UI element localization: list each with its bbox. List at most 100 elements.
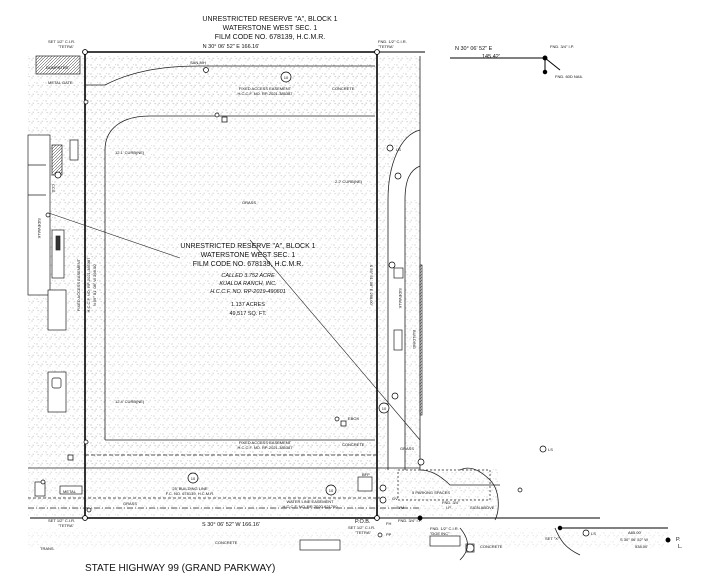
label-concrete-north: CONCRETE: [332, 86, 355, 91]
called-owner: KUALOA RANCH, INC.: [219, 281, 276, 287]
label-fixed-access-2: FIXED ACCESS EASEMENT: [239, 440, 292, 445]
center-line-1: UNRESTRICTED RESERVE "A", BLOCK 1: [180, 243, 315, 250]
label-ccs: CCS: [51, 184, 56, 193]
marker-10-north: 10: [284, 75, 289, 80]
monument-setx-icon: [557, 525, 563, 531]
monument-nw-icon: [82, 49, 88, 55]
title-line-2: WATERSTONE WEST SEC. 1: [223, 25, 318, 32]
label-pp: PP: [386, 532, 392, 537]
label-ls-se: LS: [591, 531, 596, 536]
label-dumpster: DUMPSTER: [46, 65, 69, 70]
leader-line-east: [249, 239, 421, 441]
label-grass-east: GRASS: [400, 446, 414, 451]
label-concrete-south: CONCRETE: [342, 442, 365, 447]
east-road-concrete: [405, 200, 420, 470]
called-acreage: CALLED 3.752 ACRE: [221, 273, 275, 279]
label-sidewalk-west: SIDEWALK: [37, 218, 42, 239]
label-fixed-access-1: FIXED ACCESS EASEMENT: [239, 86, 292, 91]
title-block: UNRESTRICTED RESERVE "A", BLOCK 1 WATERS…: [202, 16, 337, 41]
label-set-se: SET 1/2" C.I.R.: [348, 525, 375, 530]
bearing-west: N 59° 51' 08" W 298.00': [92, 264, 97, 307]
label-metal: METAL: [63, 489, 77, 494]
monument-sw-icon: [82, 515, 88, 521]
label-curb-ne: 2.2' CURB(NE): [335, 179, 363, 184]
title-line-1: UNRESTRICTED RESERVE "A", BLOCK 1: [202, 16, 337, 23]
label-building-line-ref: F.C. NO. 678139, H.C.M.R.: [166, 491, 214, 496]
label-building: BUILDING: [412, 330, 417, 349]
label-fnd-34: FND. 3/4": [442, 500, 460, 505]
label-sign-above: SIGN ABOVE: [470, 505, 495, 510]
distance-se: 538.00': [635, 544, 648, 549]
monument-se-icon: [374, 515, 380, 521]
label-san-mh: SAN-MH: [190, 60, 206, 65]
marker-10-water: 10: [329, 488, 334, 493]
label-metal-gate: METAL GATE: [48, 80, 73, 85]
east-drive-concrete: [375, 56, 420, 470]
label-pob: P.O.B.: [355, 519, 371, 525]
lot-description: UNRESTRICTED RESERVE "A", BLOCK 1 WATERS…: [180, 243, 315, 317]
label-fixed-access-2-ref: H.C.C.F. NO. RP-2021-385387: [238, 445, 294, 450]
leader-line-west: [39, 209, 181, 259]
label-set-sw: SET 1/2" C.I.R.: [48, 518, 75, 523]
label-grass-center: GRASS: [242, 200, 256, 205]
utility-symbols: [40, 67, 590, 538]
san-manhole-icon: [203, 67, 209, 73]
north-easement-line: [104, 65, 375, 86]
west-parking: [27, 55, 81, 413]
marker-10-east: 10: [382, 406, 387, 411]
label-water-line: WATER LINE EASEMENT: [286, 499, 334, 504]
north-drive-concrete: [85, 56, 375, 468]
label-fnd-nail: FND. 60D NAIL: [555, 74, 584, 79]
distance-ne: 145.42': [482, 54, 500, 60]
label-pl: P.: [676, 537, 681, 543]
label-curb-nw: 12.1' CURB(NE): [115, 150, 145, 155]
monument-ip-se-icon: [417, 515, 423, 521]
reference-markers: 10 10 10 10: [187, 71, 390, 496]
label-grass-south: GRASS: [123, 501, 137, 506]
label-concrete-sw: CONCRETE: [215, 540, 238, 545]
label-fh: FH: [386, 521, 391, 526]
label-fixed-access-west: FIXED ACCESS EASEMENT: [76, 258, 81, 311]
label-fnd-ip-se: FND. 3/4" I.P.: [398, 518, 422, 523]
parking-striping: [397, 469, 491, 501]
label-fnd-cir-se: FND. 1/2" C.I.R.: [430, 526, 459, 531]
monument-nail-icon: [542, 69, 548, 75]
east-building: [393, 264, 491, 501]
acreage: 1.137 ACRES: [231, 302, 265, 308]
highway-label: STATE HIGHWAY 99 (GRAND PARKWAY): [85, 563, 275, 574]
dumpster-enclosure: [35, 55, 81, 75]
bearing-south: S 30° 06' 52" W 166.16': [202, 522, 260, 528]
label-set-nw-sub: "TETRA": [58, 44, 75, 49]
label-ls-south: LS: [548, 447, 553, 452]
label-fnd-ne: FND. 1/2" C.I.R.: [378, 39, 407, 44]
bearing-ne: N 30° 06' 52" E: [455, 46, 493, 52]
label-ebox: EBOX: [348, 416, 359, 421]
center-line-2: WATERSTONE WEST SEC. 1: [201, 252, 296, 259]
label-set-se-sub: "TETRA": [355, 530, 372, 535]
marker-10-south: 10: [191, 476, 196, 481]
monument-pl-icon: [665, 537, 671, 543]
monument-ne-icon: [374, 49, 380, 55]
label-fnd-cir-se-sub: "DGE INC": [430, 531, 450, 536]
label-curb-sw: 12.4' CURB(NE): [115, 399, 145, 404]
inner-curb: [104, 115, 375, 151]
label-set-nw: SET 1/2" C.I.R.: [48, 39, 75, 44]
label-pl-sub: L.: [678, 544, 683, 550]
bearing-north: N 30° 06' 52" E 166.16': [203, 44, 260, 50]
label-bfp: BFP: [362, 472, 370, 477]
monument-ip-top-icon: [542, 55, 548, 61]
bearing-se: S 30° 06' 52" W: [620, 537, 648, 542]
grass-lawn: [105, 116, 375, 440]
label-ls-east: LS: [396, 147, 401, 152]
called-ref: H.C.C.F. NO. RP-2019-490601: [210, 289, 285, 295]
title-line-3: FILM CODE NO. 678139, H.C.M.R.: [215, 34, 326, 41]
label-concrete-se: CONCRETE: [480, 544, 503, 549]
label-fixed-access-1-ref: H.C.C.F. NO. RP-2021-385387: [238, 91, 294, 96]
label-fixed-access-west-ref: H.C.C.F. NO. RP-2021-385387: [86, 257, 91, 313]
label-parking: 5 PARKING SPACES: [412, 490, 450, 495]
concrete-areas: [28, 56, 668, 550]
bearing-east: S 59° 51' 08" E 298.00': [369, 264, 374, 305]
label-sidewalk-east: SIDEWALK: [398, 288, 403, 309]
label-building-line: 25' BUILDING LINE: [172, 486, 208, 491]
